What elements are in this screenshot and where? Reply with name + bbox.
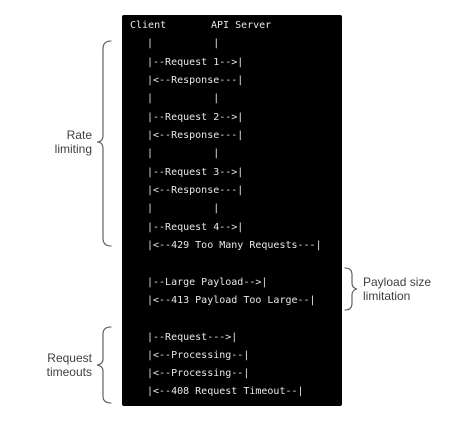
rate-limiting-label-line: limiting bbox=[54, 142, 92, 156]
request-1-line: |--Request 1-->| bbox=[147, 57, 244, 68]
large-payload-line: |--Large Payload-->| bbox=[147, 277, 268, 288]
request-timeouts-label-line: Request bbox=[47, 351, 92, 365]
payload-size-brace bbox=[344, 267, 358, 311]
lifeline-spacer: | | bbox=[147, 38, 220, 49]
lifeline-spacer: | | bbox=[147, 203, 220, 214]
request-timeouts-brace bbox=[96, 326, 112, 404]
rate-limiting-brace bbox=[96, 40, 112, 247]
lifeline-spacer: | | bbox=[147, 93, 220, 104]
response-2-line: |<--Response---| bbox=[147, 130, 244, 141]
response-3-line: |<--Response---| bbox=[147, 185, 244, 196]
response-413-line: |<--413 Payload Too Large--| bbox=[147, 295, 316, 306]
request-3-line: |--Request 3-->| bbox=[147, 167, 244, 178]
client-header: Client bbox=[130, 20, 167, 31]
processing-1-line: |<--Processing--| bbox=[147, 350, 250, 361]
api-server-header: API Server bbox=[211, 20, 272, 31]
response-429-line: |<--429 Too Many Requests---| bbox=[147, 240, 322, 251]
rate-limiting-label: Rate limiting bbox=[55, 128, 92, 156]
response-408-line: |<--408 Request Timeout--| bbox=[147, 386, 304, 397]
request-2-line: |--Request 2-->| bbox=[147, 112, 244, 123]
request-4-line: |--Request 4-->| bbox=[147, 222, 244, 233]
request-timeout-line: |--Request--->| bbox=[147, 332, 238, 343]
request-timeouts-label-line: timeouts bbox=[46, 365, 92, 379]
response-1-line: |<--Response---| bbox=[147, 75, 244, 86]
lifeline-spacer: | | bbox=[147, 148, 220, 159]
request-timeouts-label: Request timeouts bbox=[47, 351, 92, 379]
processing-2-line: |<--Processing--| bbox=[147, 368, 250, 379]
payload-size-label-line: Payload size bbox=[363, 275, 432, 289]
payload-size-label: Payload size limitation bbox=[363, 275, 431, 303]
rate-limiting-label-line: Rate bbox=[66, 128, 92, 142]
terminal-panel: Client API Server | | |--Request 1-->| |… bbox=[122, 15, 342, 406]
payload-size-label-line: limitation bbox=[363, 289, 411, 303]
